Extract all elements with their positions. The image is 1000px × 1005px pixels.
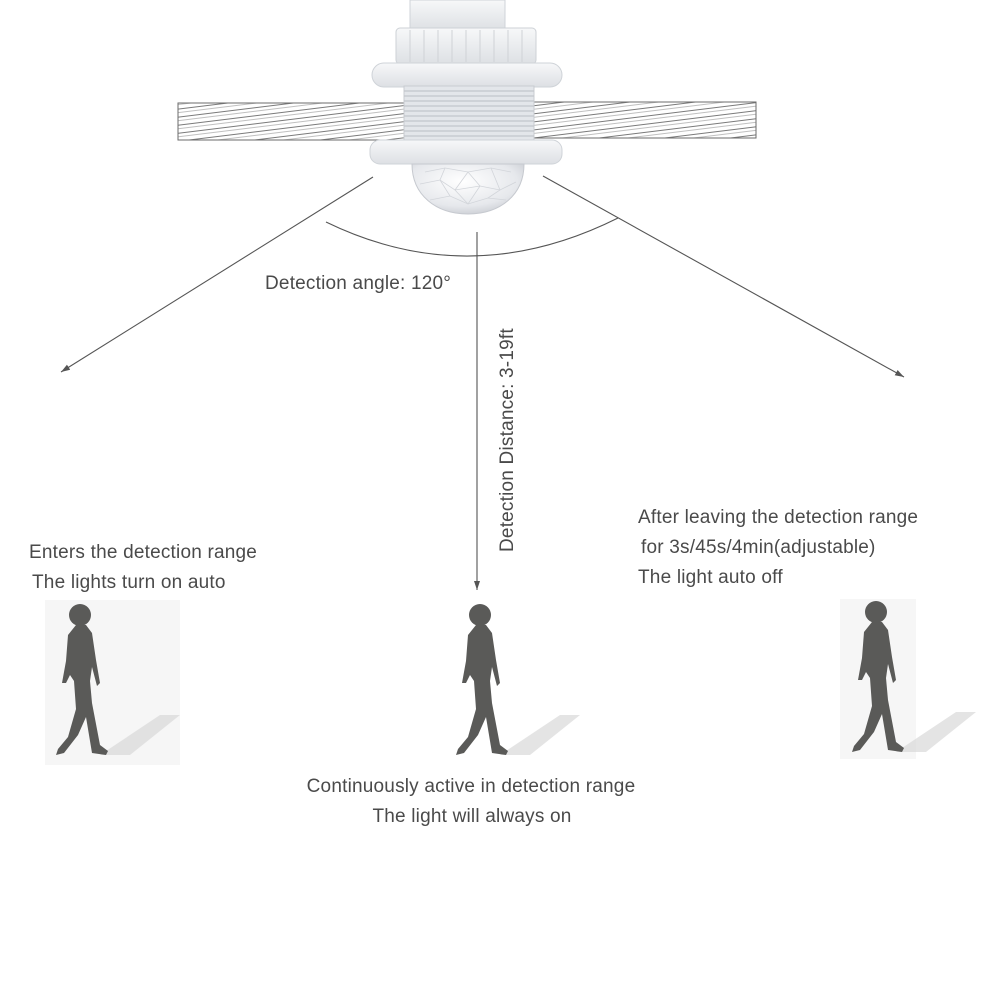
walking-person-icon	[456, 604, 580, 755]
leave-state-line-2: for 3s/45s/4min(adjustable)	[641, 537, 876, 558]
active-state-caption: Continuously active in detection range T…	[286, 772, 656, 832]
ceiling-panel-right	[533, 101, 757, 139]
pir-sensor-icon	[369, 0, 563, 215]
detection-angle-label: Detection angle: 120°	[265, 273, 452, 294]
active-state-line-2: The light will always on	[372, 806, 572, 827]
detection-ray-right	[542, 175, 905, 378]
leave-state-line-1: After leaving the detection range	[638, 507, 919, 528]
active-state-line-1: Continuously active in detection range	[306, 776, 636, 797]
detection-angle-arc	[325, 217, 619, 257]
leave-state-caption: After leaving the detection range for 3s…	[638, 503, 918, 593]
enter-state-line-2: The lights turn on auto	[32, 572, 226, 593]
enter-state-line-1: Enters the detection range	[29, 542, 258, 563]
detection-ray-left	[60, 176, 374, 373]
ceiling-panel-left	[177, 102, 405, 141]
walking-person-icon	[45, 600, 180, 765]
enter-state-caption: Enters the detection range The lights tu…	[29, 538, 257, 598]
walking-person-icon	[840, 599, 976, 759]
detection-distance-label: Detection Distance: 3-19ft	[497, 328, 518, 552]
leave-state-line-3: The light auto off	[638, 567, 783, 588]
